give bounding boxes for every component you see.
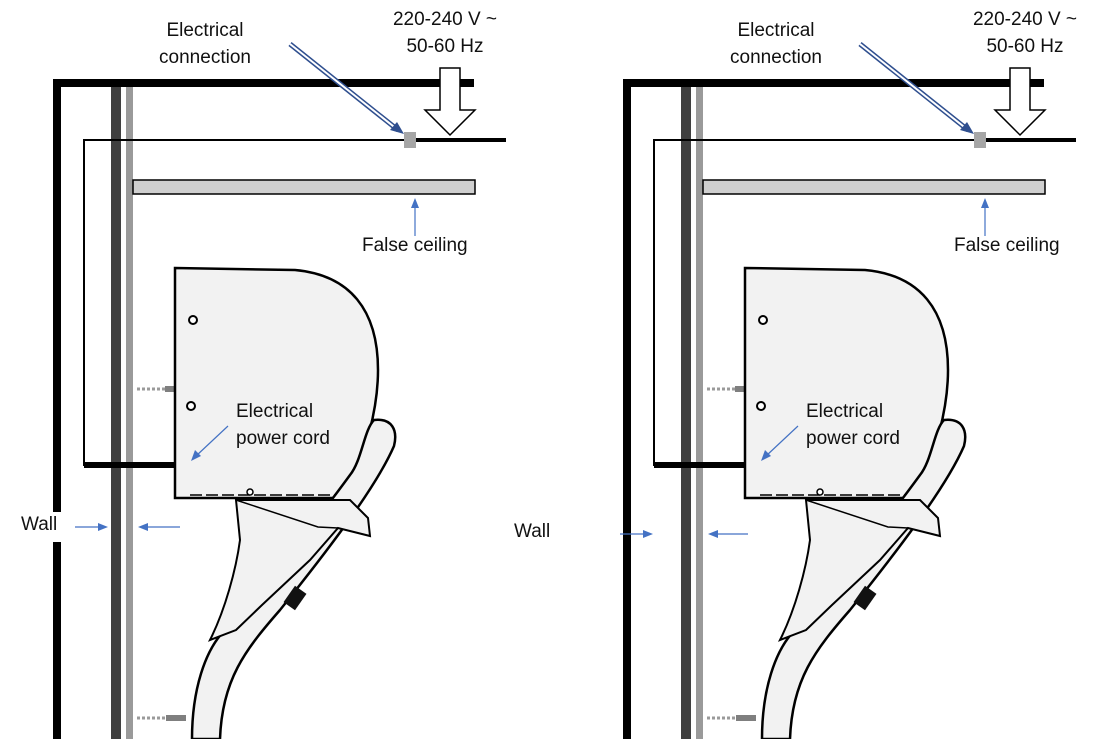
wall-arrow-left [138,523,148,531]
diagram-right [620,44,1076,739]
supply-frequency-text: 50-60 Hz [406,36,484,57]
connection-label-line1: Electrical [737,20,815,41]
power-cord-label-line2: power cord [236,428,330,449]
supply-voltage-text: 220-240 V ~ [392,9,498,30]
cord-pointer [191,450,201,461]
connection-label: Electrical connection [145,17,265,71]
cord-pointer [761,450,771,461]
supply-label: 220-240 V ~ 50-60 Hz [380,6,510,60]
power-cord-label-line1: Electrical [806,401,884,422]
supply-label: 220-240 V ~ 50-60 Hz [960,6,1090,60]
supply-voltage-text: 220-240 V ~ [972,9,1078,30]
connection-label-line2: connection [159,47,251,68]
power-cord-label: Electrical power cord [806,398,900,452]
false-ceiling-label: False ceiling [954,235,1060,256]
power-cord-label-line2: power cord [806,428,900,449]
wall-arrow-right [98,523,108,531]
wall-arrow-left [708,530,718,538]
connection-label: Electrical connection [716,17,836,71]
power-cord-label-line1: Electrical [236,401,314,422]
wall-label: Wall [21,514,58,535]
false-ceiling-label: False ceiling [362,235,468,256]
wall-label: Wall [514,521,551,542]
connection-label-line1: Electrical [166,20,244,41]
supply-frequency-text: 50-60 Hz [986,36,1064,57]
connection-label-line2: connection [730,47,822,68]
wall-arrow-right [643,530,653,538]
diagram-left [52,44,506,739]
power-cord-label: Electrical power cord [236,398,330,452]
